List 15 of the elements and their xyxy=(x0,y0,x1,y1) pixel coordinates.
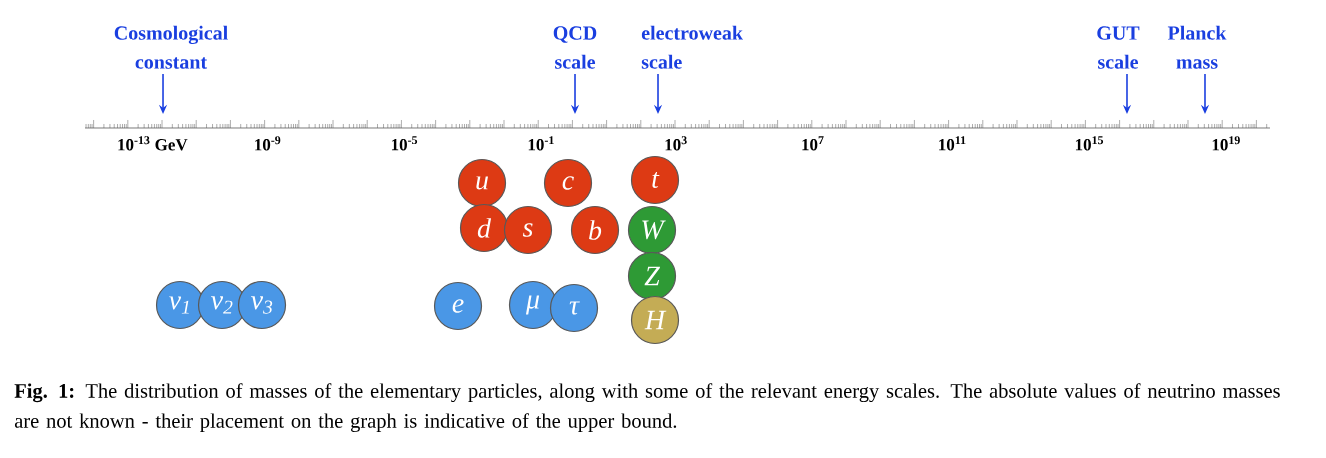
tick-label: 10$^{19}$ xyxy=(1212,136,1240,151)
figure-caption: Fig. 1: The distribution of masses of the elementary particles, along with some of the relevant energy scales. The absolute values of neutrino masses are not known - their placement on the graph is indicative of the upper bound. xyxy=(14,383,1280,433)
tick-label: 10$^{-13}$ GeV xyxy=(118,136,188,151)
tick-label: 10$^{3}$ xyxy=(665,136,687,151)
tick-label: 10$^{15}$ xyxy=(1075,136,1104,151)
tick-label: 10$^{-1}$ xyxy=(528,136,554,151)
scale-label: electroweak scale xyxy=(641,25,743,69)
tick-label: 10$^{7}$ xyxy=(802,136,824,151)
scale-label: Planck mass xyxy=(1167,25,1227,69)
scale-label: Cosmological constant xyxy=(114,25,228,69)
tick-label: 10$^{11}$ xyxy=(939,136,966,151)
scale-label: QCD scale xyxy=(553,26,597,69)
scale-label: GUT scale xyxy=(1097,26,1140,69)
tick-label: 10$^{-9}$ xyxy=(255,136,281,151)
tick-label: 10$^{-5}$ xyxy=(392,136,418,151)
